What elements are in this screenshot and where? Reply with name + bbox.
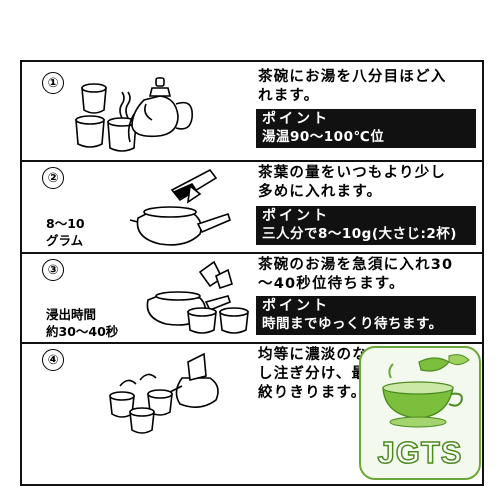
pouring-cups-into-teapot-icon — [146, 260, 249, 334]
step-3-side-line-2: 約30〜40秒 — [46, 324, 119, 339]
step-1-point-box: ポイント 湯温90〜100℃位 — [256, 109, 476, 148]
step-3: ③ 浸出時間 約30〜40秒 茶碗のお湯を急須に入れ30 〜40秒位待ちます。 … — [22, 254, 482, 342]
step-1-line-2: れます。 — [258, 88, 320, 104]
step-2-point-title: ポイント — [262, 208, 330, 224]
step-2-number: ② — [42, 167, 64, 189]
step-2-side-line-2: グラム — [46, 233, 84, 248]
step-3-point-box: ポイント 時間までゆっくり待ちます。 — [256, 296, 476, 335]
step-2-point-box: ポイント 三人分で8〜10g(大さじ:2杯) — [256, 206, 476, 245]
logo-text: JGTS — [377, 434, 463, 471]
step-3-line-2: 〜40秒位待ちます。 — [258, 276, 405, 292]
divider-1 — [22, 160, 482, 162]
tea-leaves-teapot-icon — [129, 168, 231, 246]
step-2-point-text: 三人分で8〜10g(大さじ:2杯) — [262, 226, 457, 242]
divider-3 — [22, 342, 482, 344]
tea-cup-leaf-icon — [382, 354, 470, 428]
teapot-pouring-cups-icon — [75, 77, 193, 152]
step-1-point-title: ポイント — [262, 111, 330, 127]
step-3-number: ③ — [42, 259, 64, 281]
step-2: ② 8〜10 グラム 茶葉の量をいつもより少し 多めに入れます。 ポイント 三人… — [22, 162, 482, 254]
step-4-number: ④ — [42, 349, 64, 371]
step-3-point-text: 時間までゆっくり待ちます。 — [262, 316, 443, 332]
step-1-line-1: 茶碗にお湯を八分目ほど入 — [258, 69, 447, 85]
step-2-side-line-1: 8〜10 — [46, 216, 85, 231]
divider-2 — [22, 252, 482, 254]
step-2-line-2: 多めに入れます。 — [258, 184, 383, 200]
step-2-line-1: 茶葉の量をいつもより少し — [258, 165, 447, 181]
instruction-panel: ① 茶碗にお湯を八分目ほど入 れます。 ポイント 湯温90〜100℃位 — [20, 60, 484, 486]
step-3-side-line-1: 浸出時間 — [46, 307, 97, 322]
serving-tea-cups-icon — [109, 352, 219, 434]
jgts-logo: JGTS — [359, 346, 481, 480]
step-1: ① 茶碗にお湯を八分目ほど入 れます。 ポイント 湯温90〜100℃位 — [22, 62, 482, 162]
step-4-line-3: 絞りきります。 — [258, 385, 367, 401]
step-3-point-title: ポイント — [262, 298, 330, 314]
step-3-line-1: 茶碗のお湯を急須に入れ30 — [258, 257, 454, 273]
step-1-number: ① — [42, 72, 64, 94]
step-1-point-text: 湯温90〜100℃位 — [262, 129, 385, 145]
